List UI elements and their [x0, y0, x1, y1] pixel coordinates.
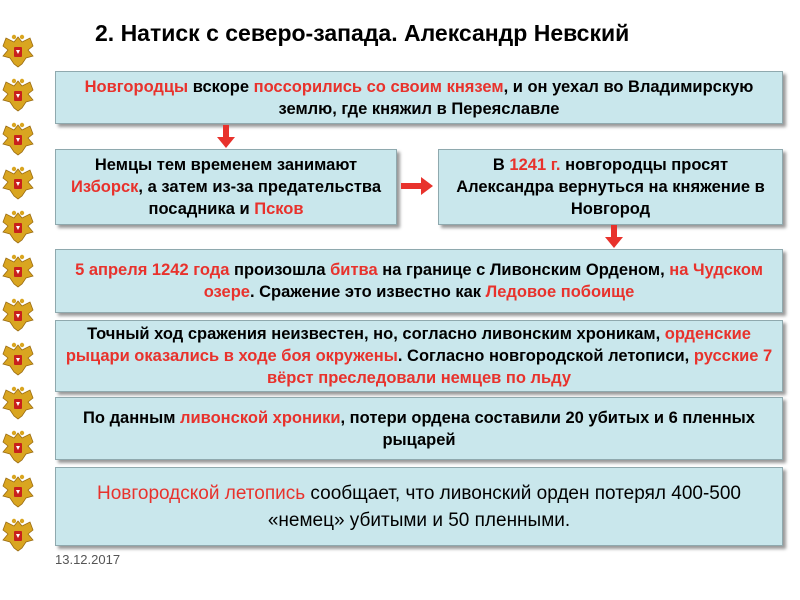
highlight-text: на Чудском озере	[203, 261, 763, 301]
box-return-request: В 1241 г. новгородцы просят Александра в…	[438, 149, 783, 225]
box-quarrel-with-prince: Новгородцы вскоре поссорились со своим к…	[55, 71, 783, 124]
highlight-text: 1241 г.	[509, 156, 561, 174]
body-text: вскоре	[188, 77, 254, 96]
slide-title: 2. Натиск с северо-запада. Александр Нев…	[95, 20, 630, 46]
eagle-emblem-icon	[2, 518, 34, 552]
box-text: Точный ход сражения неизвестен, но, согл…	[60, 323, 778, 389]
body-text: Точный ход сражения неизвестен, но, согл…	[87, 325, 665, 343]
eagle-emblem-icon	[2, 34, 34, 68]
eagle-emblem-icon	[2, 298, 34, 332]
box-novgorod-chronicle: Новгородской летопись сообщает, что ливо…	[55, 467, 783, 546]
eagle-emblem-icon	[2, 122, 34, 156]
box-livonian-losses: По данным ливонской хроники, потери орде…	[55, 397, 783, 460]
arrow-down-icon	[605, 225, 623, 248]
box-text: В 1241 г. новгородцы просят Александра в…	[443, 154, 778, 220]
highlight-text: Ледовое побоище	[485, 283, 635, 301]
highlight-text: ливонской хроники	[180, 408, 341, 427]
eagle-emblem-icon	[2, 166, 34, 200]
highlight-text: битва	[330, 261, 378, 279]
box-text: Новгородцы вскоре поссорились со своим к…	[60, 76, 778, 120]
body-text: Немцы тем временем занимают	[94, 156, 358, 174]
body-text: . Согласно новгородской летописи,	[397, 347, 694, 365]
eagle-emblem-icon	[2, 474, 34, 508]
highlight-text: русские 7 вёрст преследовали немцев по л…	[266, 347, 773, 387]
eagle-emblem-icon	[2, 430, 34, 464]
body-text: , и он уехал во Владимирскую землю, где …	[278, 77, 754, 118]
box-text: По данным ливонской хроники, потери орде…	[60, 407, 778, 451]
box-text: 5 апреля 1242 года произошла битва на гр…	[60, 259, 778, 303]
arrow-right-icon	[401, 177, 433, 195]
body-text: , потери ордена составили 20 убитых и 6 …	[340, 408, 755, 449]
body-text: . Сражение это известно как	[249, 283, 486, 301]
arrow-down-icon	[217, 125, 235, 148]
box-battle-on-ice: 5 апреля 1242 года произошла битва на гр…	[55, 249, 783, 313]
body-text: на границе с Ливонским Орденом,	[377, 261, 670, 279]
box-battle-course: Точный ход сражения неизвестен, но, согл…	[55, 320, 783, 392]
eagle-emblem-icon	[2, 78, 34, 112]
body-text: , а затем из-за предательства посадника …	[138, 178, 382, 218]
emblem-column	[0, 32, 36, 560]
highlight-text: Изборск	[70, 178, 139, 196]
eagle-emblem-icon	[2, 254, 34, 288]
body-text: новгородцы просят Александра вернуться н…	[456, 156, 765, 218]
slide-date: 13.12.2017	[55, 552, 121, 567]
eagle-emblem-icon	[2, 386, 34, 420]
body-text: В	[492, 156, 510, 174]
highlight-text: Новгородцы	[84, 77, 189, 96]
body-text: сообщает, что ливонский орден потерял 40…	[267, 482, 741, 531]
highlight-text: орденские рыцари оказались в ходе боя ок…	[65, 325, 751, 365]
highlight-text: Псков	[254, 200, 304, 218]
eagle-emblem-icon	[2, 342, 34, 376]
highlight-text: Новгородской летопись	[97, 482, 306, 504]
box-text: Новгородской летопись сообщает, что ливо…	[60, 480, 778, 534]
body-text: произошла	[229, 261, 331, 279]
eagle-emblem-icon	[2, 210, 34, 244]
body-text: По данным	[83, 408, 181, 427]
highlight-text: 5 апреля 1242 года	[75, 261, 230, 279]
highlight-text: поссорились со своим князем	[253, 77, 504, 96]
